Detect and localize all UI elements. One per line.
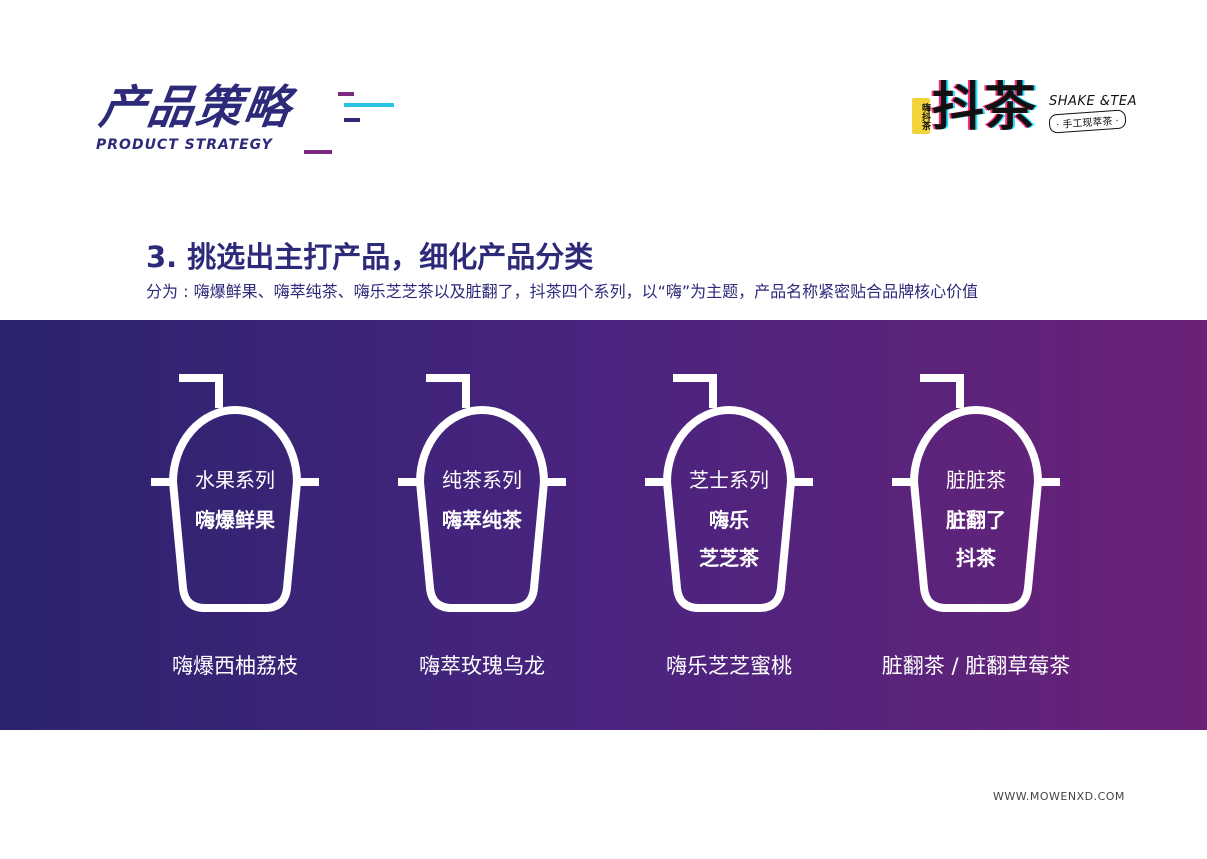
page-title-en: PRODUCT STRATEGY (96, 137, 273, 153)
product-band (0, 320, 1207, 730)
decor-dash-1 (338, 92, 354, 96)
cup-category: 脏脏茶 (946, 468, 1006, 492)
cup-category: 水果系列 (195, 468, 275, 492)
product-cup-cheese: 芝士系列 嗨乐 芝芝茶 (641, 372, 817, 616)
logo-badge: 嗨抖茶 (912, 98, 930, 134)
decor-dash-4 (304, 150, 332, 154)
cup-product-name-line2: 抖茶 (956, 546, 996, 570)
product-cup-fruit: 水果系列 嗨爆鲜果 (147, 372, 323, 616)
cup-icon (398, 374, 566, 612)
brand-logo: 嗨抖茶 抖茶 SHAKE &TEA · 手工现萃茶 · (912, 82, 1142, 152)
footer-url: WWW.MOWENXD.COM (993, 790, 1125, 803)
product-cup-dirty: 脏脏茶 脏翻了 抖茶 (888, 372, 1064, 616)
cup-icon (645, 374, 813, 612)
cup-product-name: 嗨爆鲜果 (195, 508, 275, 532)
cup-product-name-line2: 芝芝茶 (699, 546, 759, 570)
product-cup-tea: 纯茶系列 嗨萃纯茶 (394, 372, 570, 616)
product-caption: 脏翻茶 / 脏翻草莓茶 (881, 654, 1071, 678)
section-subtitle: 分为 : 嗨爆鲜果、嗨萃纯茶、嗨乐芝芝茶以及脏翻了，抖茶四个系列，以“嗨”为主题… (146, 282, 979, 301)
cup-icon (151, 374, 319, 612)
logo-en-text: SHAKE &TEA (1049, 94, 1137, 109)
cup-product-name-line1: 脏翻了 (946, 508, 1006, 532)
logo-tagline: · 手工现萃茶 · (1048, 109, 1127, 134)
cup-category: 纯茶系列 (442, 468, 522, 492)
section-title: 3. 挑选出主打产品，细化产品分类 (146, 240, 594, 274)
decor-dash-3 (344, 118, 360, 122)
page-title: 产品策略 (96, 80, 296, 134)
cup-category: 芝士系列 (689, 468, 769, 492)
logo-main-text: 抖茶 (932, 78, 1037, 138)
product-caption: 嗨乐芝芝蜜桃 (666, 654, 792, 678)
cup-product-name: 嗨萃纯茶 (442, 508, 522, 532)
cup-icon (892, 374, 1060, 612)
decor-dash-2 (344, 103, 394, 107)
product-caption: 嗨爆西柚荔枝 (172, 654, 298, 678)
product-caption: 嗨萃玫瑰乌龙 (419, 654, 545, 678)
cup-product-name-line1: 嗨乐 (709, 508, 749, 532)
